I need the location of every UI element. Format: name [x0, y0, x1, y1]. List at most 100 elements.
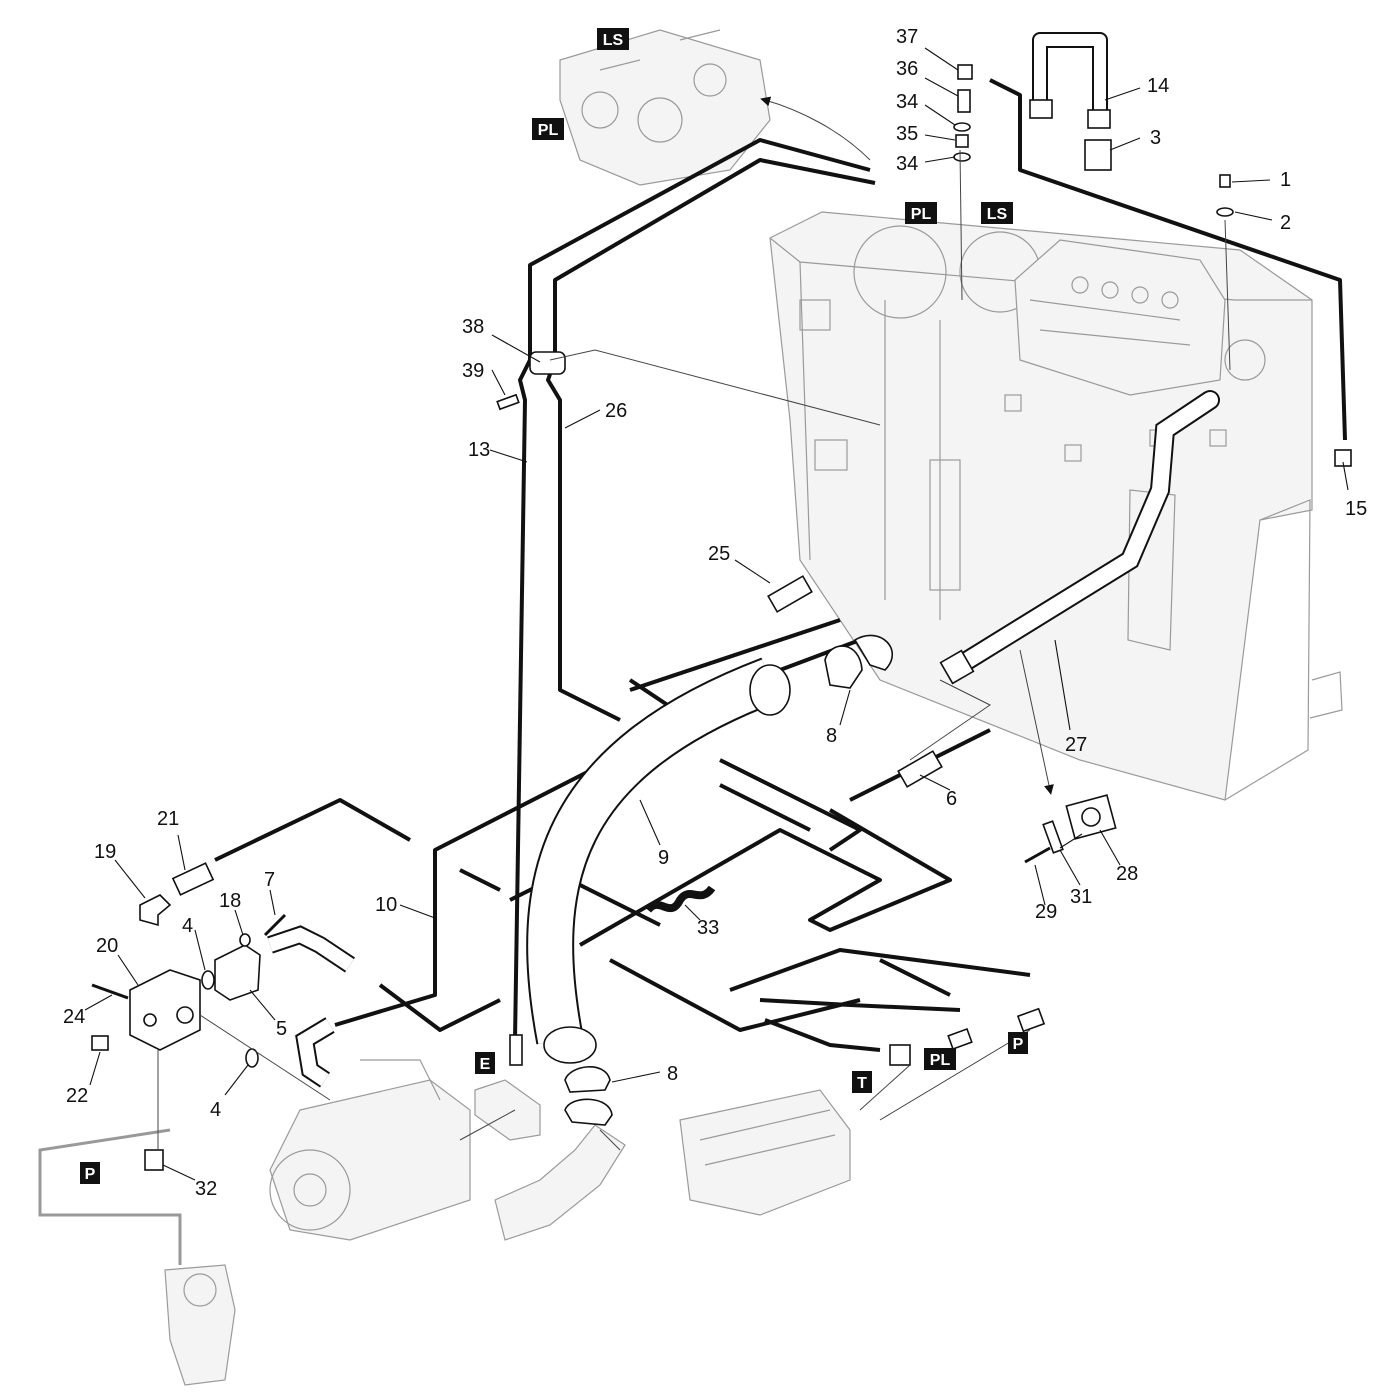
callout-1: 1 — [1280, 169, 1291, 191]
port-tag-t: T — [852, 1071, 872, 1093]
callout-36: 36 — [896, 58, 918, 80]
callout-8-upper: 8 — [826, 725, 837, 747]
block-20 — [129, 969, 201, 1051]
callout-34-upper: 34 — [896, 91, 918, 113]
port-tag-e: E — [475, 1052, 495, 1074]
callout-19: 19 — [94, 841, 116, 863]
fitting-32 — [144, 1149, 164, 1171]
hose-14 — [989, 78, 1347, 441]
callout-2: 2 — [1280, 212, 1291, 234]
callout-13: 13 — [468, 439, 490, 461]
fitting-e — [509, 1034, 523, 1066]
svg-text:PL: PL — [538, 122, 559, 139]
fitting-pl — [947, 1027, 973, 1051]
control-valve-block — [1014, 239, 1226, 396]
fitting-6 — [897, 750, 943, 788]
callout-24: 24 — [63, 1006, 85, 1028]
callout-27: 27 — [1065, 734, 1087, 756]
callout-33: 33 — [697, 917, 719, 939]
suction-elbow — [494, 1124, 626, 1241]
fitting-p — [1016, 1007, 1046, 1033]
callout-26: 26 — [605, 400, 627, 422]
port-tag-pl-bottom: PL — [924, 1048, 956, 1070]
callout-20: 20 — [96, 935, 118, 957]
callout-32: 32 — [195, 1178, 217, 1200]
callout-5: 5 — [276, 1018, 287, 1040]
flange-5 — [214, 944, 261, 1001]
svg-text:PL: PL — [930, 1052, 951, 1069]
spiral-guard-33 — [644, 885, 716, 913]
oring-4-upper — [201, 970, 215, 990]
port-tag-p-left: P — [80, 1162, 100, 1184]
plate-31 — [1042, 820, 1064, 854]
priority-valve-top — [559, 29, 771, 186]
hydraulic-pump — [269, 1059, 471, 1241]
port-tag-pl-mid: PL — [905, 202, 937, 224]
clamp-38 — [529, 351, 566, 375]
port-tag-ls-mid: LS — [981, 202, 1013, 224]
clamp-8-lower — [564, 1066, 613, 1126]
suction-hose-9 — [526, 657, 791, 1064]
hose-t-return — [609, 958, 881, 1052]
callout-14: 14 — [1147, 75, 1169, 97]
clamp-8-upper — [824, 634, 893, 689]
callout-7: 7 — [264, 869, 275, 891]
lower-hose-elbow — [295, 1017, 335, 1088]
callout-6: 6 — [946, 788, 957, 810]
hose-21-line — [214, 798, 501, 1032]
callout-8-lower: 8 — [667, 1063, 678, 1085]
callout-15: 15 — [1345, 498, 1367, 520]
manifold-block-e — [474, 1079, 541, 1141]
hose-p-line — [579, 783, 952, 947]
plug-22 — [91, 1035, 109, 1051]
pressure-filter — [164, 1264, 236, 1386]
svg-text:LS: LS — [603, 32, 624, 49]
svg-text:T: T — [857, 1075, 867, 1092]
callout-18: 18 — [219, 890, 241, 912]
svg-text:PL: PL — [911, 206, 932, 223]
fitting-15 — [1334, 449, 1352, 467]
screw-39 — [496, 393, 520, 411]
hose-27 — [939, 390, 1220, 685]
callout-leaders — [84, 47, 1349, 1181]
elbow-19 — [139, 894, 172, 927]
callout-4-upper: 4 — [182, 915, 193, 937]
svg-text:P: P — [85, 1166, 96, 1183]
fitting-3 — [1084, 139, 1112, 171]
callout-3: 3 — [1150, 127, 1161, 149]
callout-38: 38 — [462, 316, 484, 338]
svg-text:P: P — [1013, 1036, 1024, 1053]
svg-text:E: E — [480, 1056, 491, 1073]
callout-31: 31 — [1070, 886, 1092, 908]
callout-10: 10 — [375, 894, 397, 916]
callout-37: 37 — [896, 26, 918, 48]
bent-tube-14 — [1029, 32, 1111, 129]
port-tag-ls-top: LS — [597, 28, 629, 50]
callout-34-lower: 34 — [896, 153, 918, 175]
callout-9: 9 — [658, 847, 669, 869]
callout-35: 35 — [896, 123, 918, 145]
fitting-stack-34-37 — [953, 64, 973, 162]
callout-labels: 1 2 3 4 4 5 6 7 8 8 9 10 13 14 15 18 19 … — [63, 26, 1367, 1200]
callout-22: 22 — [66, 1085, 88, 1107]
callout-21: 21 — [157, 808, 179, 830]
adapter-21 — [171, 862, 215, 896]
callout-29: 29 — [1035, 901, 1057, 923]
distributor-valve — [679, 1089, 851, 1216]
fitting-t — [889, 1044, 911, 1066]
callout-39: 39 — [462, 360, 484, 382]
hose-pl-line — [729, 948, 1031, 1012]
bolt-24 — [91, 983, 129, 1000]
washer-18 — [239, 933, 251, 947]
svg-text:LS: LS — [987, 206, 1008, 223]
bolt-29 — [1024, 846, 1051, 864]
washer-2 — [1216, 207, 1234, 217]
callout-28: 28 — [1116, 863, 1138, 885]
bolt-7 — [263, 913, 287, 937]
flange-28 — [1065, 794, 1117, 840]
port-tag-pl-top: PL — [532, 118, 564, 140]
callout-4-lower: 4 — [210, 1099, 221, 1121]
bolt-1 — [1219, 174, 1231, 188]
hose-end-25 — [767, 575, 813, 613]
